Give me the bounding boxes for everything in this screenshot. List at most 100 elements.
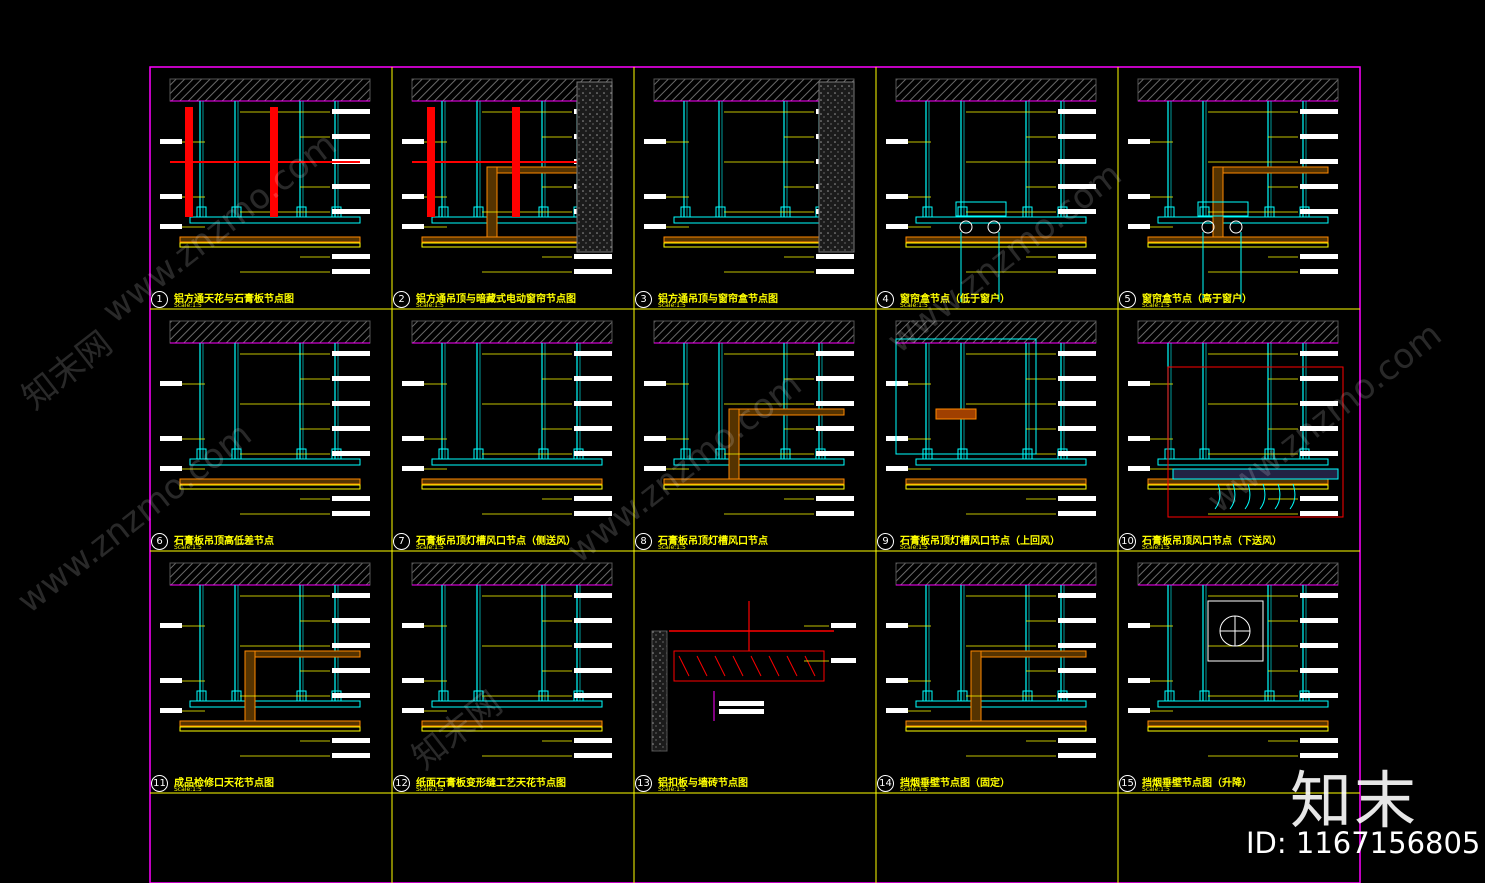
annotation-text-block bbox=[816, 401, 854, 406]
annotation-text-block bbox=[1300, 511, 1338, 516]
annotation-text-block bbox=[1058, 593, 1096, 598]
hanger-clip bbox=[1199, 690, 1210, 702]
main-keel bbox=[431, 700, 603, 708]
annotation-text-block bbox=[402, 708, 424, 713]
detail-drawing-5 bbox=[1128, 78, 1339, 302]
detail-title: 铝方通吊顶与窗帘盒节点图 bbox=[658, 294, 778, 305]
annotation-text-block bbox=[1058, 254, 1096, 259]
annotation-text-block bbox=[1300, 209, 1338, 214]
vent-grille bbox=[1172, 468, 1339, 480]
gypsum-board-second bbox=[179, 242, 361, 248]
gypsum-board-second bbox=[179, 726, 361, 732]
annotation-text-block bbox=[332, 269, 370, 274]
main-keel bbox=[1157, 458, 1329, 466]
airflow-arrow bbox=[1289, 483, 1296, 510]
detail-number: 9 bbox=[877, 533, 894, 550]
annotation-text-block bbox=[332, 511, 370, 516]
gypsum-board-second bbox=[421, 484, 603, 490]
detail-number: 11 bbox=[151, 775, 168, 792]
annotation-text-block bbox=[816, 426, 854, 431]
step-board bbox=[486, 166, 498, 238]
gusset-rib bbox=[768, 655, 780, 677]
image-id-text: ID: 1167156805 bbox=[1246, 826, 1481, 860]
hanger-clip bbox=[1164, 206, 1175, 218]
annotation-text-block bbox=[1128, 466, 1150, 471]
hanger-clip bbox=[438, 206, 449, 218]
ceiling-slab bbox=[895, 562, 1097, 586]
annotation-text-block bbox=[574, 351, 612, 356]
annotation-text-block bbox=[886, 381, 908, 386]
annotation-text-block bbox=[332, 618, 370, 623]
hanger-clip bbox=[680, 206, 691, 218]
detail-scale: Scale:1:5 bbox=[174, 544, 202, 551]
step-board bbox=[244, 650, 256, 722]
main-keel bbox=[673, 458, 845, 466]
main-keel bbox=[915, 458, 1087, 466]
annotation-text-block bbox=[644, 381, 666, 386]
annotation-text-block bbox=[1058, 451, 1096, 456]
airflow-arrow bbox=[1259, 483, 1266, 510]
ceiling-slab bbox=[1137, 562, 1339, 586]
gypsum-board-second bbox=[1147, 484, 1329, 490]
annotation-text-block bbox=[332, 426, 370, 431]
annotation-text-block bbox=[1300, 351, 1338, 356]
hanger-clip bbox=[922, 690, 933, 702]
detail-scale: Scale:1:5 bbox=[1142, 544, 1170, 551]
annotation-text-block bbox=[332, 496, 370, 501]
annotation-text-block bbox=[886, 436, 908, 441]
detail-scale: Scale:1:5 bbox=[900, 786, 928, 793]
light-trough bbox=[895, 338, 1037, 455]
curtain-roller bbox=[959, 220, 973, 234]
annotation-text-block bbox=[1058, 496, 1096, 501]
detail-scale: Scale:1:5 bbox=[658, 302, 686, 309]
detail-drawing-9 bbox=[886, 320, 1097, 516]
gypsum-board bbox=[421, 236, 603, 243]
gypsum-board bbox=[905, 236, 1087, 243]
detail-scale: Scale:1:5 bbox=[416, 302, 444, 309]
ceiling-slab bbox=[169, 320, 371, 344]
annotation-text-block bbox=[1128, 381, 1150, 386]
detail-title: 窗帘盒节点（高于窗户） bbox=[1142, 294, 1252, 305]
annotation-text-block bbox=[160, 678, 182, 683]
gusset-rib bbox=[804, 655, 816, 677]
hanger-clip bbox=[1199, 448, 1210, 460]
annotation-text-block bbox=[160, 708, 182, 713]
detail-title: 纸面石膏板变形缝工艺天花节点图 bbox=[416, 778, 566, 789]
annotation-text-block bbox=[1058, 693, 1096, 698]
main-keel bbox=[189, 700, 361, 708]
hanger-clip bbox=[438, 690, 449, 702]
annotation-text-block bbox=[160, 466, 182, 471]
detail-scale: Scale:1:5 bbox=[1142, 786, 1170, 793]
hanger-clip bbox=[1164, 690, 1175, 702]
detail-number: 6 bbox=[151, 533, 168, 550]
step-board bbox=[728, 408, 740, 480]
annotation-text-block bbox=[1058, 426, 1096, 431]
light-fixture bbox=[935, 408, 977, 420]
annotation-text-block bbox=[332, 351, 370, 356]
detail-title: 石膏板吊顶灯槽风口节点 bbox=[658, 536, 768, 547]
detail-number: 1 bbox=[151, 291, 168, 308]
annotation-text-block bbox=[332, 693, 370, 698]
detail-title: 成品检修口天花节点图 bbox=[174, 778, 274, 789]
annotation-text-block bbox=[332, 753, 370, 758]
annotation-text-block bbox=[886, 194, 908, 199]
gusset-rib bbox=[714, 655, 726, 677]
curtain-track bbox=[1197, 201, 1249, 217]
detail-title: 石膏板吊顶风口节点（下送风） bbox=[1142, 536, 1282, 547]
annotation-text-block bbox=[644, 194, 666, 199]
ceiling-slab bbox=[411, 320, 613, 344]
sheet-border bbox=[149, 66, 1361, 883]
annotation-text-block bbox=[1058, 753, 1096, 758]
detail-number: 7 bbox=[393, 533, 410, 550]
airflow-arrow bbox=[1244, 483, 1251, 510]
gypsum-board bbox=[905, 720, 1087, 727]
gypsum-board bbox=[1147, 720, 1329, 727]
annotation-text-block bbox=[816, 496, 854, 501]
concrete-wall bbox=[576, 81, 613, 253]
annotation-text-block bbox=[160, 623, 182, 628]
annotation-text-block bbox=[332, 401, 370, 406]
annotation-text-block bbox=[1058, 109, 1096, 114]
main-keel bbox=[1157, 700, 1329, 708]
gypsum-board-second bbox=[905, 726, 1087, 732]
